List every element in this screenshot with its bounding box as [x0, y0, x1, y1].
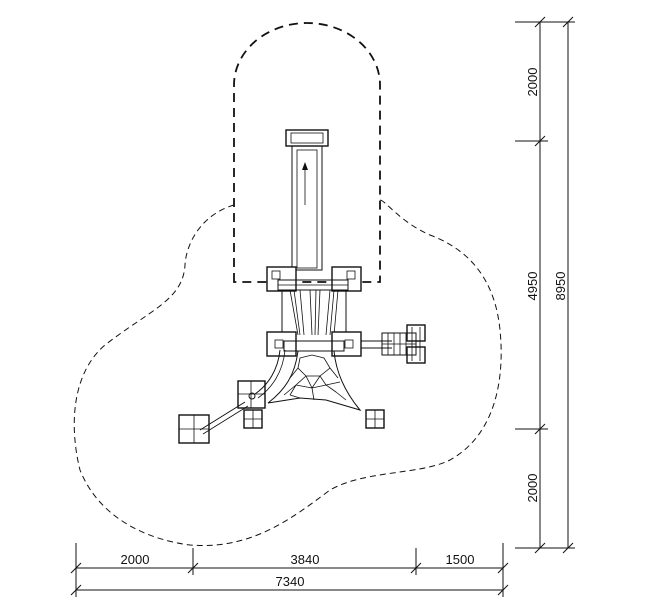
slide-top-cap [285, 129, 329, 147]
dim-v-ticks [534, 16, 574, 554]
rope-link-upper [254, 349, 281, 395]
surfacing-zone-outline [73, 199, 502, 547]
rope-net-outline [267, 350, 362, 411]
post-lower-right-inner [344, 339, 354, 349]
bridge-net [289, 289, 339, 336]
rope-net-cells [283, 354, 347, 401]
dim-h-left-label: 2000 [121, 552, 150, 567]
post-upper-right-inner [346, 270, 356, 280]
dim-h-right-label: 1500 [446, 552, 475, 567]
dim-v-middle-label: 4950 [525, 272, 540, 301]
right-frame-rungs [382, 327, 421, 361]
rope-link-lower [199, 401, 246, 431]
post-upper-right [331, 266, 362, 292]
rope-link-lower-2 [202, 405, 249, 435]
post-upper-left [266, 266, 297, 292]
dim-v-top-label: 2000 [525, 68, 540, 97]
post-upper-left-inner [271, 270, 281, 280]
post-lower-left [266, 331, 297, 357]
dim-h-total-label: 7340 [276, 574, 305, 589]
post-lower-left-inner [274, 339, 284, 349]
post-lower-right [331, 331, 362, 357]
rope-link-upper-2 [257, 349, 286, 399]
slide-top-cap-inner [290, 132, 324, 144]
dim-v-bottom-label: 2000 [525, 474, 540, 503]
dim-h-middle-label: 3840 [291, 552, 320, 567]
slide-runout-zone [233, 22, 381, 283]
rope-knot [248, 392, 256, 400]
slide-chute-inner [296, 149, 318, 269]
slide-direction-arrowhead [302, 162, 308, 170]
slide-chute-outer [291, 145, 323, 271]
dim-h-ticks [70, 562, 509, 596]
dim-v-total-label: 8950 [553, 272, 568, 301]
